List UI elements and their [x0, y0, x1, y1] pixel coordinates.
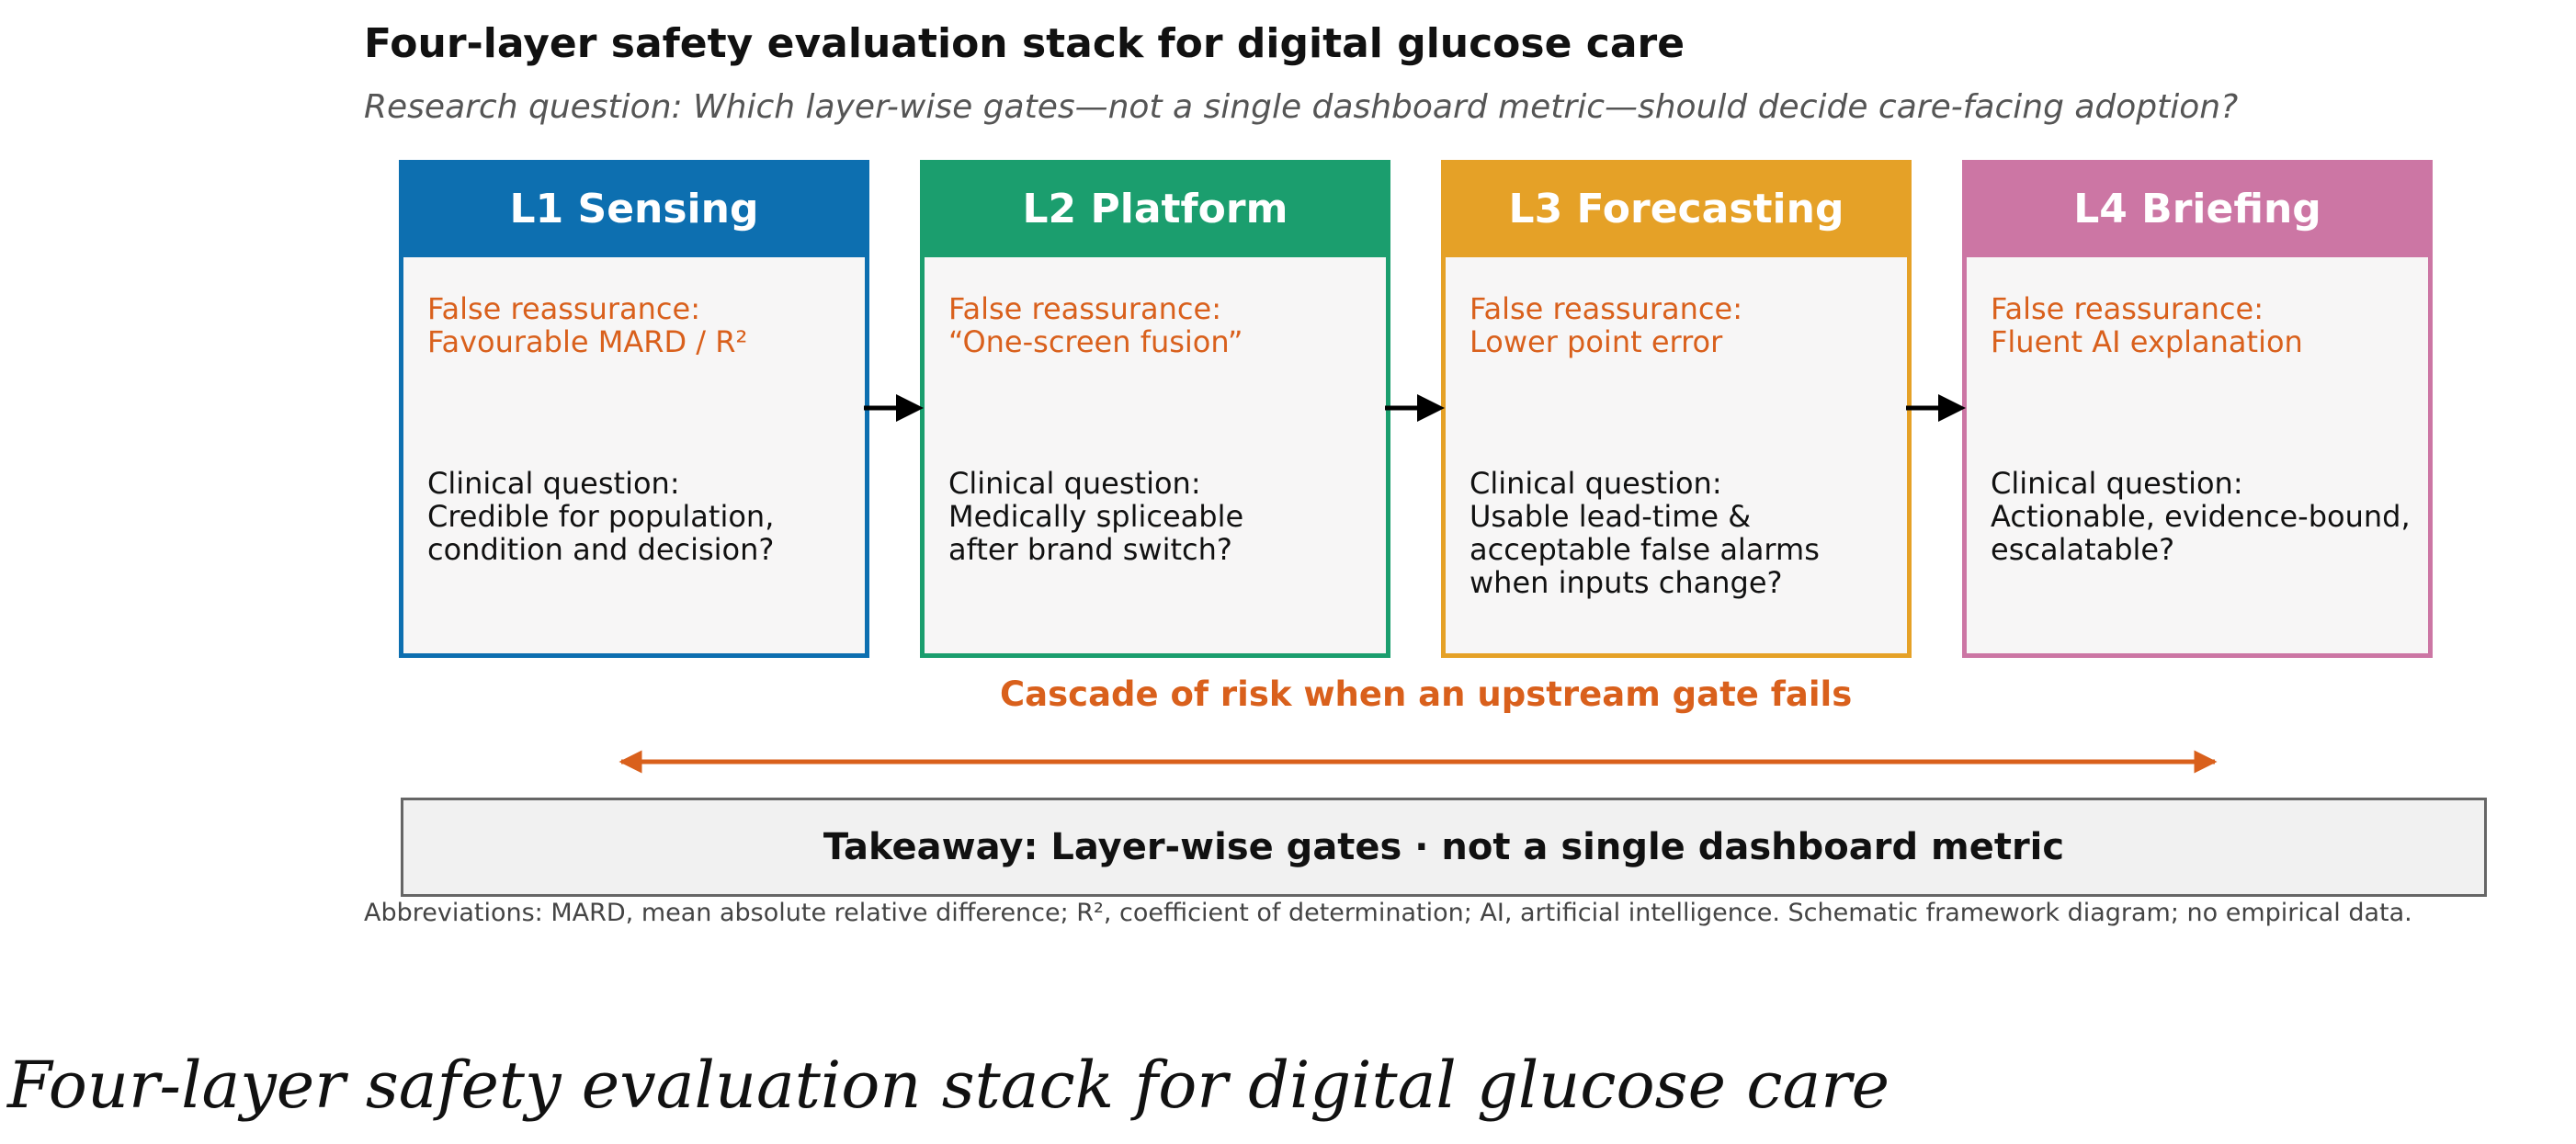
clinical-question-line: Medically spliceable	[948, 499, 1244, 534]
cascade-label: Cascade of risk when an upstream gate fa…	[1000, 674, 1853, 714]
research-question: Research question: Which layer-wise gate…	[364, 88, 2239, 126]
clinical-question-block: Clinical question: Actionable, evidence-…	[1991, 467, 2428, 566]
layer-card-l3: L3 Forecasting False reassurance: Lower …	[1441, 160, 1912, 658]
clinical-question-block: Clinical question: Usable lead-time & ac…	[1470, 467, 1907, 599]
layer-card-l2: L2 Platform False reassurance: “One-scre…	[920, 160, 1390, 658]
layer-header-l2: L2 Platform	[920, 160, 1390, 257]
clinical-question-line: when inputs change?	[1470, 565, 1783, 600]
clinical-question-line: Actionable, evidence-bound,	[1991, 499, 2411, 534]
layer-header-l4: L4 Briefing	[1962, 160, 2433, 257]
clinical-question-block: Clinical question: Credible for populati…	[427, 467, 865, 566]
clinical-question-line: Usable lead-time &	[1470, 499, 1752, 534]
figure-caption: Four-layer safety evaluation stack for d…	[7, 1048, 1890, 1123]
false-reassurance-text: Lower point error	[1470, 324, 1723, 359]
false-reassurance-text: Fluent AI explanation	[1991, 324, 2303, 359]
false-reassurance-label: False reassurance:	[1470, 291, 1742, 326]
clinical-question-block: Clinical question: Medically spliceable …	[948, 467, 1386, 566]
false-reassurance-label: False reassurance:	[1991, 291, 2264, 326]
abbreviations-note: Abbreviations: MARD, mean absolute relat…	[364, 899, 2412, 927]
layer-card-l1: L1 Sensing False reassurance: Favourable…	[399, 160, 869, 658]
clinical-question-line: condition and decision?	[427, 532, 775, 567]
clinical-question-line: after brand switch?	[948, 532, 1232, 567]
layer-body-l4: False reassurance: Fluent AI explanation…	[1962, 257, 2433, 658]
clinical-question-label: Clinical question:	[1991, 466, 2243, 501]
clinical-question-line: escalatable?	[1991, 532, 2175, 567]
clinical-question-label: Clinical question:	[948, 466, 1201, 501]
layer-header-l3: L3 Forecasting	[1441, 160, 1912, 257]
clinical-question-label: Clinical question:	[427, 466, 680, 501]
layer-body-l1: False reassurance: Favourable MARD / R² …	[399, 257, 869, 658]
takeaway-box: Takeaway: Layer-wise gates · not a singl…	[401, 798, 2487, 897]
clinical-question-label: Clinical question:	[1470, 466, 1722, 501]
false-reassurance-label: False reassurance:	[948, 291, 1221, 326]
false-reassurance-text: Favourable MARD / R²	[427, 324, 748, 359]
layer-header-l1: L1 Sensing	[399, 160, 869, 257]
clinical-question-line: acceptable false alarms	[1470, 532, 1820, 567]
layer-body-l3: False reassurance: Lower point error Cli…	[1441, 257, 1912, 658]
layer-body-l2: False reassurance: “One-screen fusion” C…	[920, 257, 1390, 658]
layer-card-l4: L4 Briefing False reassurance: Fluent AI…	[1962, 160, 2433, 658]
false-reassurance-label: False reassurance:	[427, 291, 700, 326]
figure-title: Four-layer safety evaluation stack for d…	[364, 20, 1685, 67]
clinical-question-line: Credible for population,	[427, 499, 775, 534]
false-reassurance-text: “One-screen fusion”	[948, 324, 1243, 359]
